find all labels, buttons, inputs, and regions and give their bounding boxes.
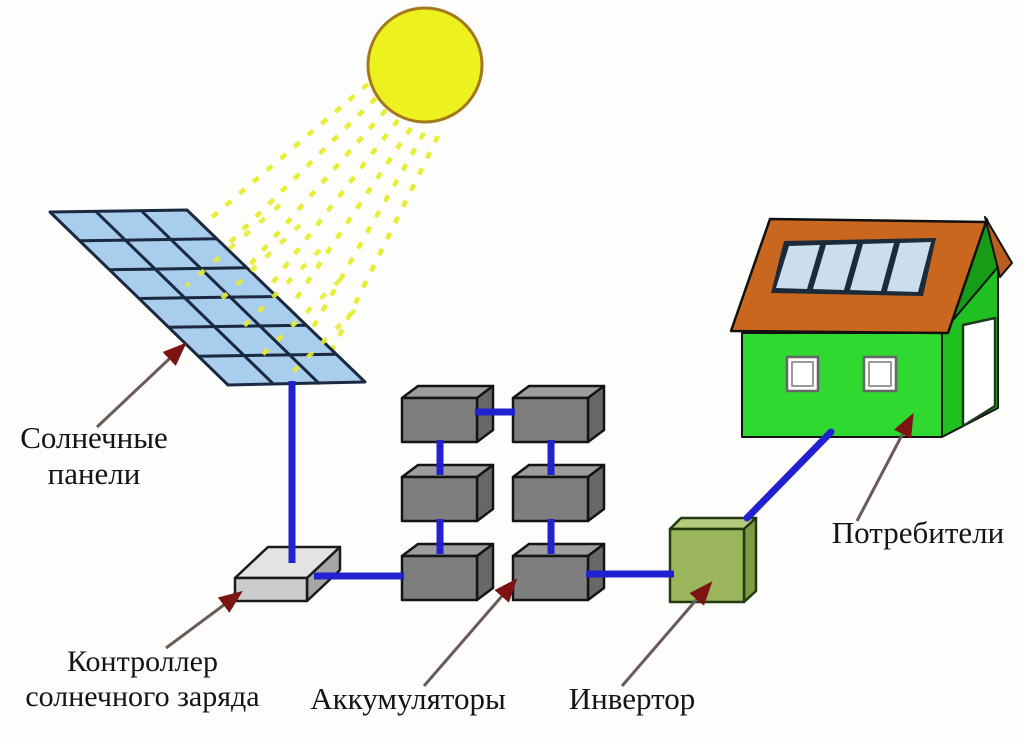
solar-panel-array [48,208,367,387]
wires [288,381,835,580]
battery [400,463,495,523]
label-arrows [95,342,914,687]
label-inverter: Инвертор [568,681,696,716]
battery [400,542,495,602]
wire-inverter-to-house [743,428,835,522]
inverter [668,516,758,604]
label-batteries: Аккумуляторы [310,681,506,716]
battery [400,384,495,444]
label-consumers: Потребители [831,515,1005,550]
label-charge-controller: Контроллер солнечного заряда [25,645,260,713]
arrow-to-controller [165,590,243,650]
sun-rays-on-panel [184,203,357,377]
house-window-right [862,355,898,393]
roof-solar-panels [771,238,936,296]
battery [511,463,606,523]
arrow-to-solar-panels [95,342,187,429]
sun-icon [366,6,484,124]
house-door [961,316,997,428]
arrow-to-consumers [855,412,914,522]
label-solar-panels: Солнечные панели [20,420,168,491]
house-front-wall [741,332,943,438]
house-window-left [785,355,820,393]
battery-bank [400,384,606,602]
house-roof-edge-strip [984,216,1013,278]
arrow-to-inverter [620,581,713,687]
house [729,216,1013,438]
arrow-to-batteries [422,578,518,687]
battery [511,384,606,444]
